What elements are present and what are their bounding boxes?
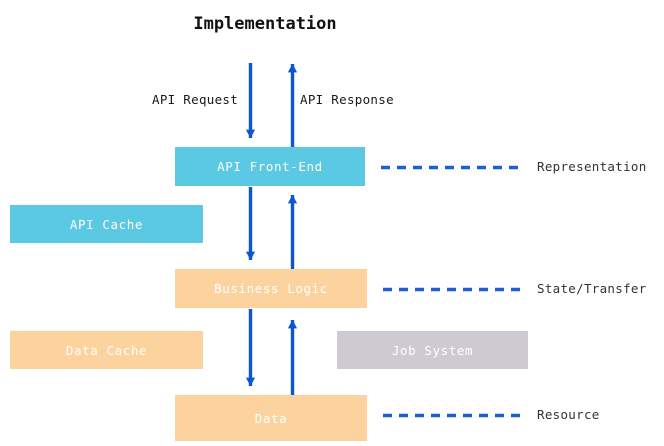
tier-label-representation: Representation [537, 159, 647, 174]
node-data-cache[interactable]: Data Cache [10, 331, 203, 369]
node-label: Data Cache [65, 342, 148, 358]
node-label: API Cache [69, 216, 144, 232]
node-api-front-end[interactable]: API Front-End [175, 147, 365, 186]
tier-label-resource: Resource [537, 407, 600, 422]
node-data[interactable]: Data [175, 395, 367, 441]
node-label: API Front-End [217, 159, 323, 174]
node-business-logic[interactable]: Business Logic [175, 269, 367, 308]
node-job-system[interactable]: Job System [337, 331, 528, 369]
tier-label-state-transfer: State/Transfer [537, 281, 647, 296]
edge-label-api-request: API Request [152, 92, 239, 107]
page-title: Implementation [193, 14, 337, 34]
node-api-cache[interactable]: API Cache [10, 205, 203, 243]
node-label: Data [254, 410, 288, 426]
node-label: Job System [391, 342, 474, 358]
edge-label-api-response: API Response [300, 92, 394, 107]
node-label: Business Logic [214, 281, 328, 296]
